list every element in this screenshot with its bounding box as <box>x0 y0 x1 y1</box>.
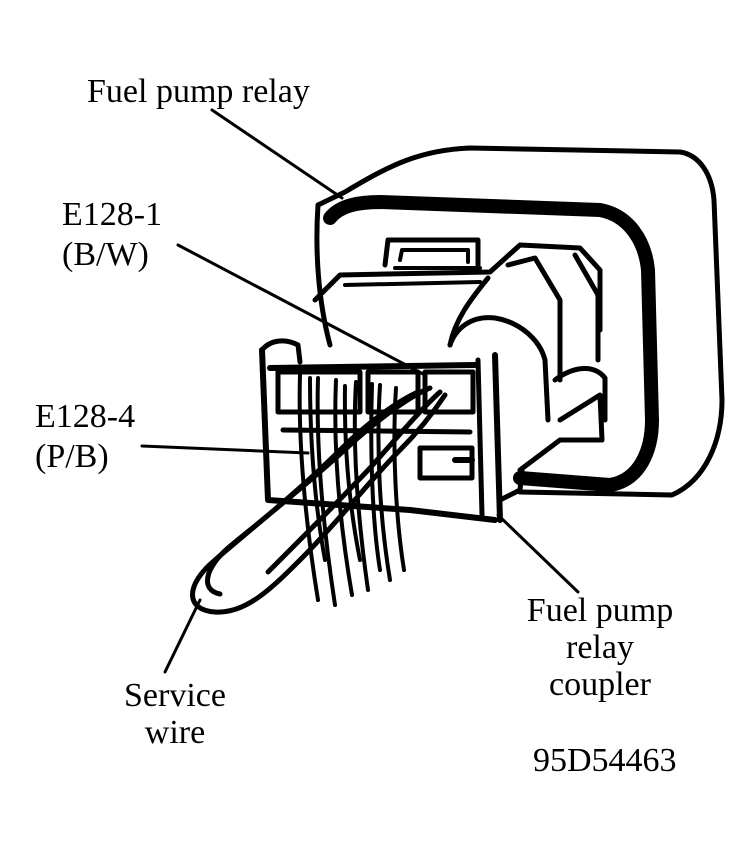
figure-id: 95D54463 <box>533 742 677 779</box>
service-wire-loop <box>190 385 448 615</box>
label-coupler-line2: relay <box>566 629 634 666</box>
label-e128-1: E128-1 <box>62 196 163 233</box>
label-coupler-line1: Fuel pump <box>526 592 674 629</box>
label-e128-4: E128-4 <box>35 398 136 435</box>
leader-lines <box>140 108 580 674</box>
relay-housing <box>314 145 725 498</box>
label-coupler: Fuel pump relay coupler <box>495 592 705 703</box>
label-coupler-line3: coupler <box>549 666 651 703</box>
label-service-line2: wire <box>144 714 206 751</box>
label-fuel-pump-relay: Fuel pump relay <box>87 73 310 110</box>
label-e128-4-color: (P/B) <box>35 438 109 475</box>
label-service-line1: Service <box>124 677 226 714</box>
label-e128-1-color: (B/W) <box>62 236 149 273</box>
label-service-wire: Service wire <box>100 677 250 751</box>
